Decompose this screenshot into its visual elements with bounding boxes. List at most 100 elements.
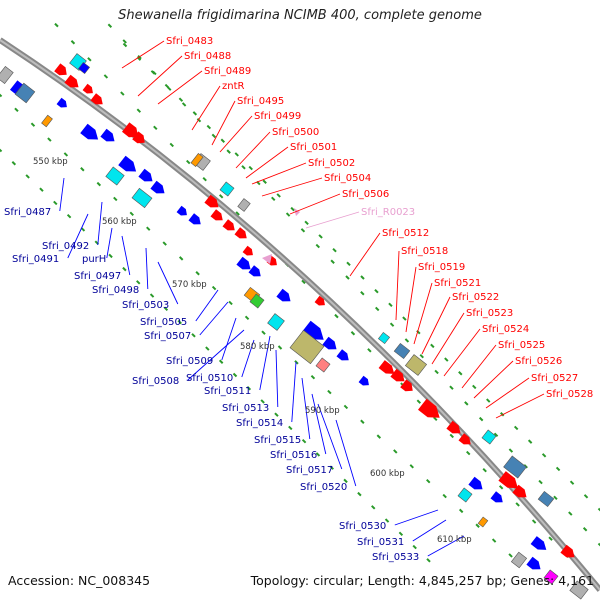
feature-box [477,516,489,528]
reverse-label-leader [259,335,271,391]
tick-mark [568,511,573,516]
tick-mark [164,83,170,89]
feature-box [481,429,497,445]
tick-mark [346,261,351,267]
tick-mark [315,243,321,249]
forward-gene-label: Sfri_0528 [546,389,593,400]
tick-mark [186,159,191,165]
tick-mark [120,91,125,96]
reverse-label-leader [335,419,357,487]
kbp-label: 560 kbp [102,217,137,227]
forward-label-leader [485,377,530,409]
tick-mark [449,385,454,390]
reverse-label-leader [275,349,279,408]
forward-label-leader [395,250,400,321]
reverse-gene-arrow [358,375,369,386]
tick-mark [442,493,447,499]
tick-mark [464,401,469,406]
tick-mark [493,432,499,438]
reverse-label-leader [427,535,465,557]
feature-box [77,61,91,75]
reverse-label-leader [59,177,65,212]
kbp-label: 570 kbp [172,280,207,290]
feature-box [14,82,36,104]
reverse-gene-label: Sfri_0497 [74,271,121,282]
tick-mark [388,302,393,308]
feature-box [393,342,411,360]
tick-mark [80,167,85,172]
forward-gene-label: zntR [222,81,245,92]
tick-mark [294,360,299,365]
reverse-label-leader [412,519,447,542]
forward-gene-label: Sfri_0512 [382,228,429,239]
tick-mark [327,389,332,395]
reverse-gene-arrow [56,97,67,108]
tick-mark [113,196,118,202]
tick-mark [553,495,558,501]
tick-mark [472,384,477,390]
tick-mark [416,399,422,404]
feature-box [131,187,153,209]
tick-mark [167,86,172,91]
tick-mark [301,438,307,444]
kbp-label: 550 kbp [33,157,68,167]
forward-label-leader [261,177,323,197]
tick-mark [389,322,395,327]
forward-gene-label: Sfri_0524 [482,324,529,335]
tick-mark [384,518,390,523]
tick-mark [211,133,217,139]
tick-mark [499,412,505,417]
tick-mark [153,125,158,131]
tick-mark [108,253,113,259]
tick-mark [274,412,279,417]
tick-mark [129,211,134,217]
tick-mark [178,97,184,102]
reverse-gene-label: Sfri_0514 [236,418,283,429]
tick-mark [162,241,167,246]
tick-mark [597,542,600,547]
tick-mark [426,478,431,484]
forward-label-leader [431,312,465,365]
forward-gene-label: Sfri_0504 [324,173,371,184]
tick-mark [192,111,198,116]
tick-mark [318,234,323,239]
feature-box [249,293,265,309]
tick-mark [11,161,17,166]
reverse-gene-label: Sfri_0516 [270,450,317,461]
feature-box [267,313,285,331]
tick-mark [0,148,3,153]
forward-gene-label: Sfri_0502 [308,158,355,169]
tick-mark [205,346,210,351]
tick-mark [235,211,240,216]
reverse-label-leader [221,317,237,361]
forward-gene-arrow [390,368,405,382]
tick-mark [80,227,86,232]
tick-mark [466,450,471,456]
kbp-label: 580 kbp [240,342,275,352]
genome-summary-label: Topology: circular; Length: 4,845,257 bp… [250,573,594,588]
forward-label-leader [461,344,497,389]
reverse-gene-arrow [468,476,483,490]
forward-label-leader [405,266,417,333]
reverse-label-leader [97,201,103,246]
forward-gene-label: Sfri_0495 [237,96,284,107]
forward-gene-label: Sfri_0525 [498,340,545,351]
tick-mark [228,300,233,306]
rna-feature [294,208,300,216]
forward-label-leader [349,232,381,277]
forward-label-leader [137,55,183,97]
tick-mark [25,174,30,179]
reverse-gene-arrow [530,536,547,550]
reverse-gene-label: Sfri_0487 [4,207,51,218]
forward-gene-arrow [54,63,67,76]
tick-mark [149,293,155,298]
forward-gene-label: Sfri_0526 [515,356,562,367]
reverse-gene-label: Sfri_0515 [254,435,301,446]
tick-mark [419,353,424,359]
tick-mark [449,433,454,439]
tick-mark [218,194,224,199]
forward-label-leader [211,100,236,146]
forward-gene-arrow [418,398,440,418]
